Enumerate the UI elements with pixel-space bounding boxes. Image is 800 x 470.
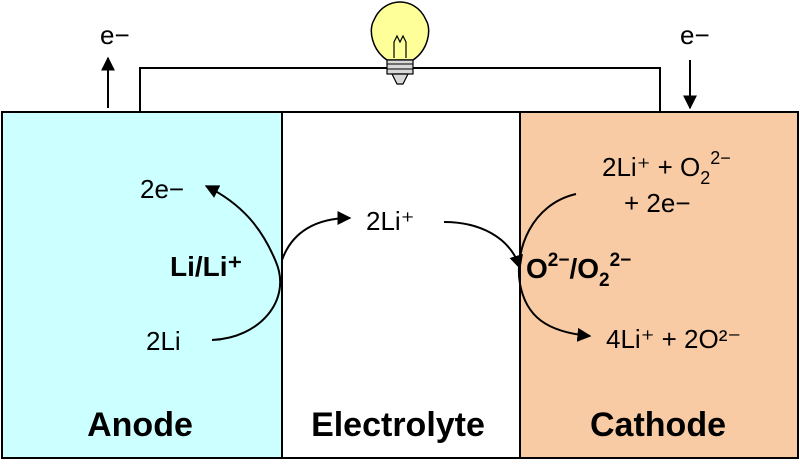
cathode-curve-arrow [518, 193, 592, 342]
electron-right-label: e− [680, 20, 710, 50]
anode-region [1, 111, 283, 459]
anode-curve-arrow [204, 185, 282, 341]
cathode-reactant-line1: 2Li⁺ + O22− [602, 148, 731, 188]
anode-reactant-label: 2Li [146, 326, 181, 356]
electron-left-label: e− [100, 20, 130, 50]
electrolyte-species-label: 2Li⁺ [366, 206, 414, 236]
electrolyte-exit-arrow [443, 221, 523, 270]
cathode-couple-label: O2−/O22− [526, 250, 631, 291]
cathode-reactant-line2: + 2e− [624, 188, 691, 218]
light-bulb-icon [370, 1, 430, 85]
cathode-label: Cathode [590, 406, 726, 444]
anode-couple-label: Li/Li⁺ [170, 251, 242, 282]
anode-label: Anode [87, 406, 193, 444]
cathode-product-label: 4Li⁺ + 2O²⁻ [606, 324, 741, 354]
electrolyte-region [281, 111, 521, 459]
electrolyte-entry-arrow [281, 211, 352, 261]
electrolyte-label: Electrolyte [311, 406, 485, 444]
anode-product-label: 2e− [140, 174, 184, 204]
